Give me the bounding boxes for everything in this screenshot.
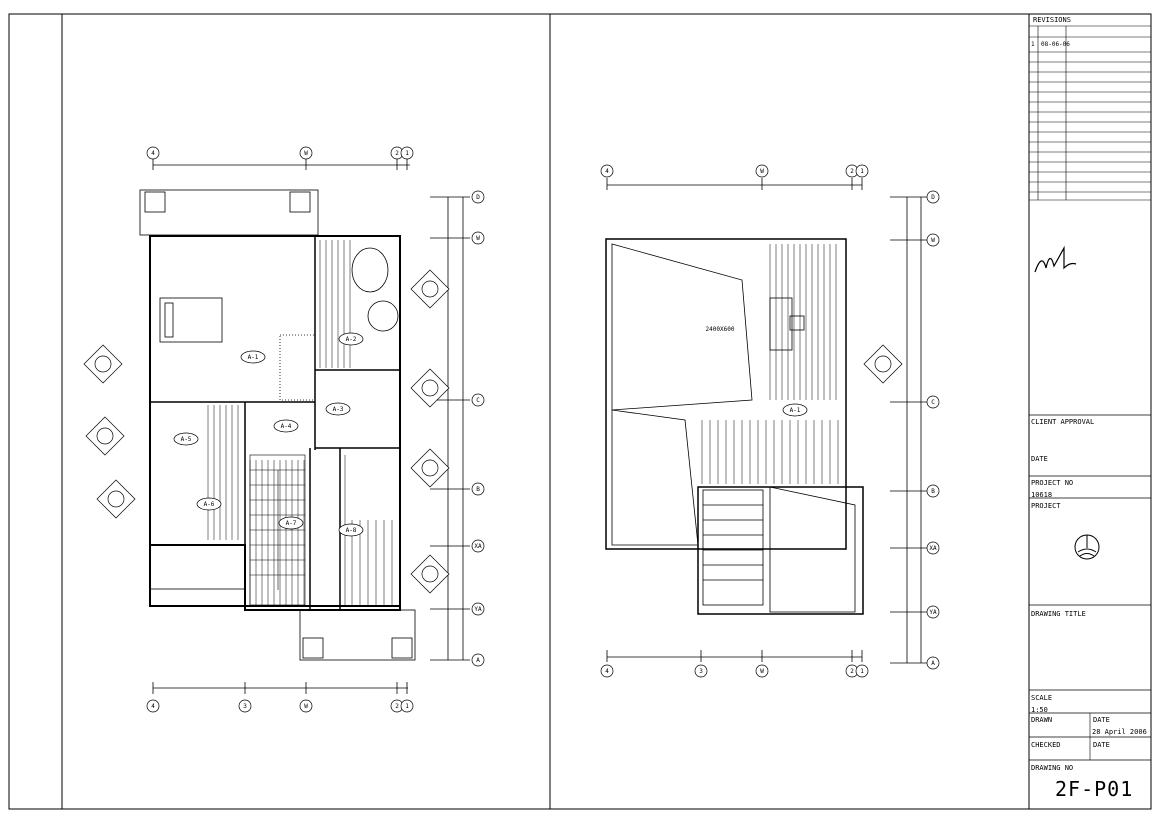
revision-number: 1 [1031,41,1035,48]
grid-label: 2 [850,168,854,175]
room-tag: A-3 [333,406,344,413]
grid-label: B [476,486,480,493]
grid-label: 4 [605,668,609,675]
grid-label: W [304,150,308,157]
title-block: REVISIONS 1 08-06-06 ml CLIENT APPROVAL … [1029,14,1151,809]
grid-label: C [476,397,480,404]
grid-label: D [476,194,480,201]
grid-label: D [931,194,935,201]
grid-label: C [931,399,935,406]
grid-label: W [931,237,935,244]
room-tag: A-2 [346,336,357,343]
right-ceiling-plan [605,178,930,664]
sheet-frame [8,13,1152,810]
drawing-number: 2F-P01 [1055,777,1134,801]
project-no-label: PROJECT NO [1031,479,1074,487]
left-grid-bubbles [146,146,485,713]
room-tag: A-7 [286,520,297,527]
left-floor-plan [139,158,470,694]
panel-label: 2400X600 [706,326,735,333]
project-no: 10618 [1031,491,1053,499]
grid-label: W [304,703,308,710]
room-tag: A-1 [790,407,801,414]
company-logo [1034,245,1077,273]
grid-label: 1 [405,703,409,710]
grid-label: 1 [860,668,864,675]
grid-label: YA [474,606,482,613]
grid-label: XA [929,545,937,552]
drawn-date: 28 April 2006 [1092,728,1147,736]
right-elevation-marker [782,344,903,417]
room-tag: A-6 [204,501,215,508]
grid-label: 3 [243,703,247,710]
grid-label: A [476,657,480,664]
grid-label: 1 [860,168,864,175]
project-emblem [1074,534,1100,560]
project-label: PROJECT [1031,502,1061,510]
date-label: DATE [1093,716,1110,724]
title-block-grid [1029,25,1151,761]
grid-label: 2 [395,703,399,710]
grid-label: 4 [605,168,609,175]
drawing-no-label: DRAWING NO [1031,764,1074,772]
drawn-label: DRAWN [1031,716,1053,724]
scale-value: 1:50 [1031,706,1048,714]
grid-label: B [931,488,935,495]
grid-label: 3 [699,668,703,675]
room-tag-labels: A-1 A-2 A-3 A-4 A-5 A-6 A-7 A-8 [181,336,357,534]
grid-label: 1 [405,150,409,157]
grid-label: 4 [151,150,155,157]
client-approval-label: CLIENT APPROVAL [1031,418,1095,426]
elevation-markers [83,269,450,594]
room-tags [173,332,364,537]
grid-label: XA [474,543,482,550]
grid-label: 4 [151,703,155,710]
grid-label: 2 [850,668,854,675]
right-grid-bubbles [600,164,940,678]
grid-label: W [760,168,764,175]
left-grid-labels: 4 W 2 1 4 3 W 2 1 D W C B XA YA A [151,150,482,710]
grid-label: W [760,668,764,675]
grid-label: W [476,235,480,242]
revisions-label: REVISIONS [1033,16,1071,24]
date-label: DATE [1031,455,1048,463]
room-tag: A-4 [281,423,292,430]
room-tag: A-8 [346,527,357,534]
checked-label: CHECKED [1031,741,1061,749]
grid-label: 2 [395,150,399,157]
room-tag: A-5 [181,436,192,443]
grid-label: A [931,660,935,667]
date-label: DATE [1093,741,1110,749]
right-grid-labels: 4 W 2 1 4 3 W 2 1 D W C B XA YA A 2400X6… [605,168,937,675]
room-tag: A-1 [248,354,259,361]
drawing-title-label: DRAWING TITLE [1031,610,1086,618]
grid-label: YA [929,609,937,616]
scale-label: SCALE [1031,694,1053,702]
revision-date: 08-06-06 [1041,41,1070,48]
